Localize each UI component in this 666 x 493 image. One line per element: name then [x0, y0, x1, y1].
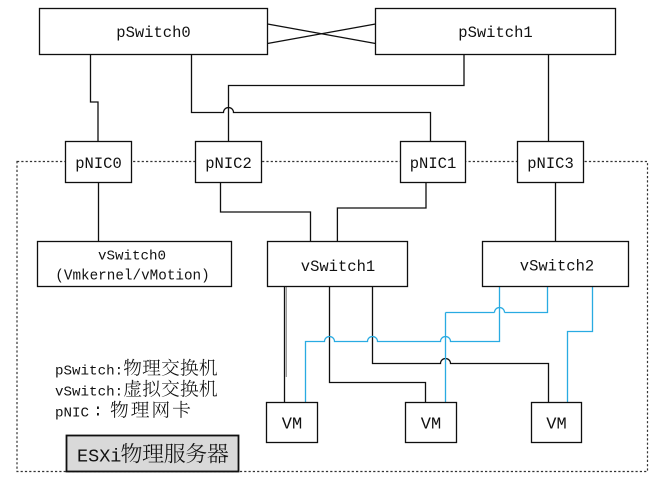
- svg-text:vSwitch2: vSwitch2: [520, 258, 594, 276]
- svg-text:pNIC3: pNIC3: [527, 155, 574, 173]
- svg-text:vSwitch1: vSwitch1: [301, 258, 375, 276]
- svg-text:vSwitch0: vSwitch0: [98, 249, 166, 265]
- svg-text:VM: VM: [282, 416, 302, 435]
- svg-text:pSwitch1: pSwitch1: [458, 24, 532, 42]
- svg-text:pNIC0: pNIC0: [75, 155, 122, 173]
- svg-text:pSwitch:: pSwitch:: [55, 364, 123, 380]
- svg-text:pNIC: pNIC: [55, 406, 89, 422]
- svg-text:VM: VM: [421, 416, 441, 435]
- svg-text:ESXi: ESXi: [77, 447, 121, 468]
- svg-text:pSwitch0: pSwitch0: [116, 24, 190, 42]
- svg-text:pNIC1: pNIC1: [410, 155, 457, 173]
- svg-text:(Vmkernel/vMotion): (Vmkernel/vMotion): [55, 269, 209, 285]
- svg-text::: :: [93, 402, 103, 421]
- svg-text:VM: VM: [546, 416, 566, 435]
- svg-text:pNIC2: pNIC2: [205, 155, 252, 173]
- svg-text:vSwitch:: vSwitch:: [55, 385, 123, 401]
